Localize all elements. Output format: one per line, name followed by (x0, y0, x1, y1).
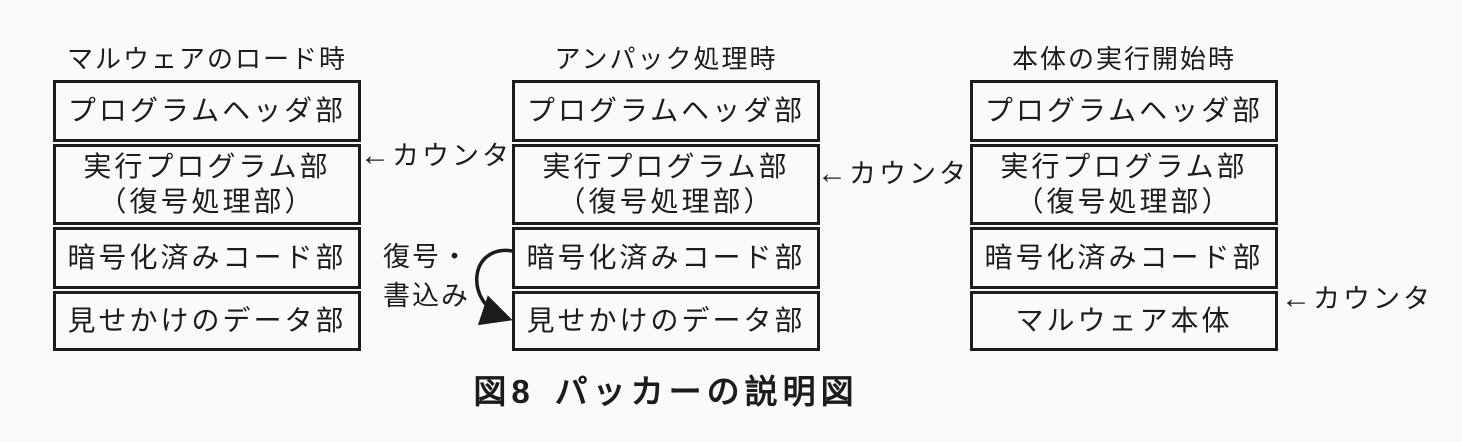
cell-exec-program: 実行プログラム部 （復号処理部） (53, 144, 361, 225)
memory-column-unpack-time: アンパック処理時 プログラムヘッダ部 実行プログラム部 （復号処理部） 暗号化済… (512, 44, 820, 353)
figure-number: 図8 (473, 373, 535, 410)
cell-text: （復号処理部） (557, 186, 775, 218)
counter-pointer-load-time: ←カウンタ (360, 140, 512, 172)
figure-caption: 図8 パッカーの説明図 (400, 365, 932, 413)
cell-program-header: プログラムヘッダ部 (512, 80, 820, 142)
cell-encrypted-code: 暗号化済みコード部 (512, 227, 820, 289)
cell-exec-program: 実行プログラム部 （復号処理部） (512, 144, 820, 225)
cell-text: 実行プログラム部 (83, 151, 331, 183)
cell-program-header: プログラムヘッダ部 (970, 80, 1278, 142)
cell-text: 暗号化済みコード部 (984, 242, 1264, 274)
cell-exec-program: 実行プログラム部 （復号処理部） (970, 144, 1278, 225)
column-title-load-time: マルウェアのロード時 (66, 45, 347, 74)
column-title-exec-start-time: 本体の実行開始時 (1011, 45, 1236, 74)
column-title-unpack-time: アンパック処理時 (554, 45, 778, 74)
cell-text: 実行プログラム部 (1000, 151, 1248, 183)
cell-malware-body: マルウェア本体 (970, 291, 1278, 351)
counter-label: カウンタ (1313, 284, 1433, 314)
cell-text: 暗号化済みコード部 (526, 242, 806, 274)
cell-text: 見せかけのデータ部 (67, 305, 347, 337)
cell-text: プログラムヘッダ部 (67, 95, 347, 127)
figure-caption-text: パッカーの説明図 (554, 373, 859, 410)
cell-text: プログラムヘッダ部 (526, 95, 806, 127)
cell-fake-data: 見せかけのデータ部 (53, 291, 361, 351)
counter-label: カウンタ (849, 159, 969, 189)
cell-encrypted-code: 暗号化済みコード部 (970, 227, 1278, 289)
cell-text: 暗号化済みコード部 (67, 242, 347, 274)
counter-label: カウンタ (392, 141, 512, 171)
memory-stack: プログラムヘッダ部 実行プログラム部 （復号処理部） 暗号化済みコード部 マルウ… (970, 80, 1278, 351)
cell-text: （復号処理部） (98, 186, 316, 218)
memory-stack: プログラムヘッダ部 実行プログラム部 （復号処理部） 暗号化済みコード部 見せか… (53, 80, 361, 351)
cell-text: 実行プログラム部 (542, 151, 790, 183)
memory-column-load-time: マルウェアのロード時 プログラムヘッダ部 実行プログラム部 （復号処理部） 暗号… (53, 44, 361, 353)
cell-text: マルウェア本体 (1015, 305, 1233, 337)
cell-encrypted-code: 暗号化済みコード部 (53, 227, 361, 289)
cell-text: （復号処理部） (1015, 186, 1233, 218)
decrypt-write-label-line: 復号・ (383, 242, 470, 272)
cell-text: 見せかけのデータ部 (526, 305, 806, 337)
memory-column-exec-start-time: 本体の実行開始時 プログラムヘッダ部 実行プログラム部 （復号処理部） 暗号化済… (970, 44, 1278, 353)
counter-pointer-unpack-time: ←カウンタ (817, 158, 969, 190)
left-arrow-icon: ← (360, 139, 390, 172)
decrypt-write-label: 復号・ 書込み (383, 238, 470, 316)
decrypt-write-label-line: 書込み (383, 281, 470, 311)
decrypt-write-curved-arrow-icon (475, 248, 514, 326)
left-arrow-icon: ← (817, 157, 847, 190)
memory-stack: プログラムヘッダ部 実行プログラム部 （復号処理部） 暗号化済みコード部 見せか… (512, 80, 820, 351)
counter-pointer-exec-start-time: ←カウンタ (1281, 283, 1433, 315)
cell-fake-data: 見せかけのデータ部 (512, 291, 820, 351)
left-arrow-icon: ← (1281, 282, 1311, 315)
cell-program-header: プログラムヘッダ部 (53, 80, 361, 142)
cell-text: プログラムヘッダ部 (984, 95, 1264, 127)
